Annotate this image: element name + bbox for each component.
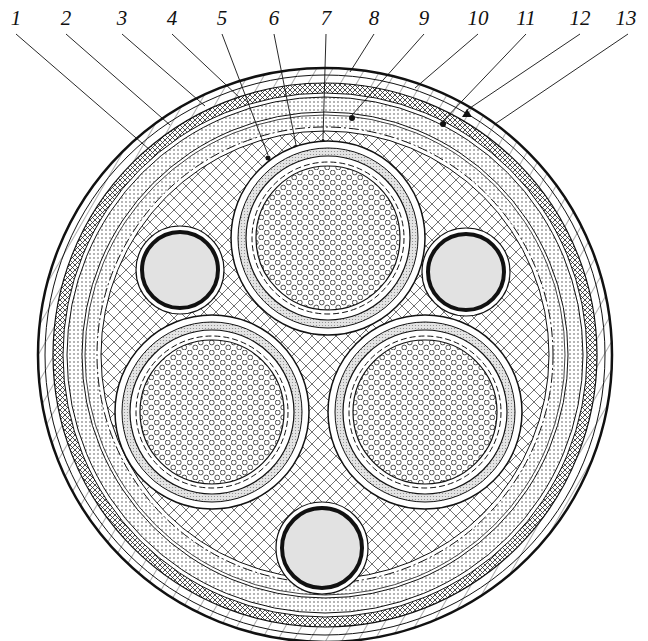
- callout-number: 3: [117, 8, 128, 29]
- callout-number: 11: [516, 8, 535, 29]
- callout-number: 4: [167, 8, 178, 29]
- callout-number: 12: [570, 8, 591, 29]
- callout-number: 9: [419, 8, 430, 29]
- callout-number: 13: [616, 8, 637, 29]
- callout-number: 5: [217, 8, 228, 29]
- callout-number: 8: [369, 8, 380, 29]
- callout-number: 1: [11, 8, 22, 29]
- callout-number: 6: [269, 8, 280, 29]
- callout-number: 10: [468, 8, 489, 29]
- callout-number: 7: [321, 8, 332, 29]
- callout-number: 2: [61, 8, 72, 29]
